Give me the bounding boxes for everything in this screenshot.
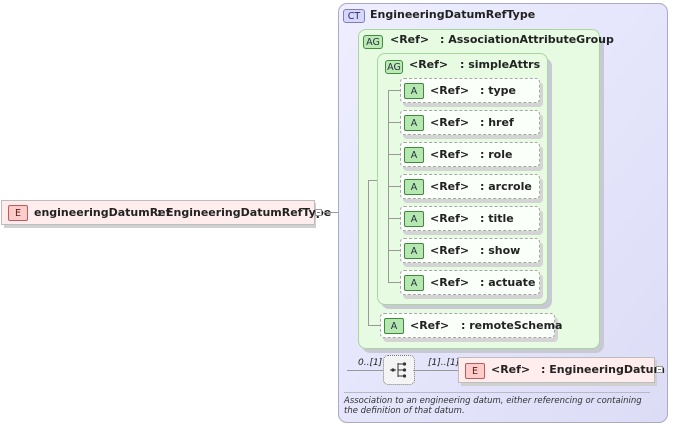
- attribute-ref: <Ref>: [430, 244, 470, 257]
- root-element-type-separator: :: [157, 206, 162, 219]
- attribute-name: : remoteSchema: [461, 319, 563, 332]
- attribute-ref: <Ref>: [430, 84, 470, 97]
- attribute-name: : actuate: [480, 276, 536, 289]
- attribute-name: : title: [480, 212, 514, 225]
- type-description: Association to an engineering datum, eit…: [344, 396, 642, 416]
- complex-type-name: EngineeringDatumRefType: [370, 8, 536, 21]
- connector-line: [368, 180, 378, 181]
- connector-line: [368, 325, 380, 326]
- attribute-href[interactable]: A <Ref> : href: [400, 110, 540, 135]
- root-element-expand-icon[interactable]: [315, 209, 322, 216]
- connector-line: [388, 282, 400, 283]
- attribute-group-tag-icon: AG: [363, 35, 383, 49]
- description-divider: [344, 392, 650, 393]
- element-tag-icon: E: [8, 205, 28, 221]
- attribute-show[interactable]: A <Ref> : show: [400, 238, 540, 263]
- connector-line: [388, 90, 400, 91]
- sequence-occurrence-min: 0..[1]: [358, 358, 383, 368]
- attribute-name: : type: [480, 84, 516, 97]
- child-element-name: : EngineeringDatum: [541, 363, 665, 376]
- attribute-tag-icon: A: [404, 243, 424, 259]
- attribute-actuate[interactable]: A <Ref> : actuate: [400, 270, 540, 295]
- attribute-tag-icon: A: [404, 147, 424, 163]
- attribute-ref: <Ref>: [430, 212, 470, 225]
- attribute-ref: <Ref>: [430, 276, 470, 289]
- attribute-tag-icon: A: [404, 179, 424, 195]
- attribute-role[interactable]: A <Ref> : role: [400, 142, 540, 167]
- attribute-tag-icon: A: [404, 211, 424, 227]
- child-element-expand-icon[interactable]: [656, 366, 663, 373]
- connector-line: [388, 154, 400, 155]
- child-element-ref: <Ref>: [491, 363, 531, 376]
- attribute-ref: <Ref>: [430, 116, 470, 129]
- attribute-tag-icon: A: [404, 275, 424, 291]
- attribute-name: : href: [480, 116, 514, 129]
- child-element-occurrence: [1]..[1]: [428, 358, 460, 368]
- sequence-icon: [390, 362, 407, 378]
- association-group-name: : AssociationAttributeGroup: [440, 33, 614, 46]
- root-element-type: EngineeringDatumRefType: [166, 206, 332, 219]
- root-element-box[interactable]: E engineeringDatumRef : EngineeringDatum…: [1, 200, 331, 225]
- attribute-tag-icon: A: [404, 83, 424, 99]
- attribute-name: : role: [480, 148, 513, 161]
- attribute-name: : arcrole: [480, 180, 532, 193]
- attribute-tag-icon: A: [404, 115, 424, 131]
- attribute-type[interactable]: A <Ref> : type: [400, 78, 540, 103]
- connector-line: [388, 218, 400, 219]
- root-element-name: engineeringDatumRef: [34, 206, 171, 219]
- attribute-group-tag-icon: AG: [385, 60, 403, 74]
- connector-line: [323, 212, 348, 213]
- attribute-ref: <Ref>: [410, 319, 450, 332]
- simple-attrs-ref: <Ref>: [409, 58, 449, 71]
- attribute-arcrole[interactable]: A <Ref> : arcrole: [400, 174, 540, 199]
- child-element-box[interactable]: E <Ref> : EngineeringDatum: [458, 357, 665, 383]
- connector-line: [413, 370, 458, 371]
- attribute-tag-icon: A: [384, 318, 404, 334]
- complex-type-tag-icon: CT: [343, 9, 365, 23]
- association-group-ref: <Ref>: [390, 33, 430, 46]
- element-tag-icon: E: [465, 363, 485, 379]
- attribute-name: : show: [480, 244, 521, 257]
- connector-line: [368, 180, 369, 326]
- sequence-compositor[interactable]: [383, 355, 415, 385]
- connector-line: [388, 186, 400, 187]
- attribute-title[interactable]: A <Ref> : title: [400, 206, 540, 231]
- simple-attrs-name: : simpleAttrs: [460, 58, 541, 71]
- attribute-ref: <Ref>: [430, 148, 470, 161]
- attribute-ref: <Ref>: [430, 180, 470, 193]
- connector-line: [388, 122, 400, 123]
- connector-line: [388, 250, 400, 251]
- connector-line: [347, 370, 383, 371]
- attribute-remote-schema[interactable]: A <Ref> : remoteSchema: [380, 313, 562, 338]
